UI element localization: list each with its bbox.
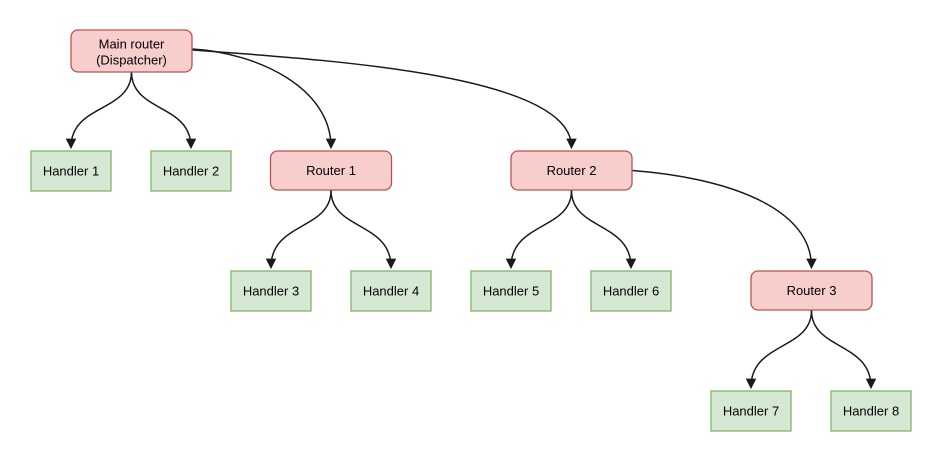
node-handler-4: Handler 4 (350, 270, 432, 312)
router-2-label: Router 2 (547, 163, 597, 178)
router-3-box (750, 270, 873, 311)
handler-2-label: Handler 2 (163, 164, 219, 179)
handler-3-label: Handler 3 (243, 284, 299, 299)
handler-8-box (830, 390, 912, 432)
router-3-label: Router 3 (787, 283, 837, 298)
edge-router-1-to-handler-4 (330, 190, 397, 270)
edge-router-1-to-handler-3 (265, 190, 332, 270)
handler-6-box (590, 270, 672, 312)
handler-5-box (470, 270, 552, 312)
router-2-box (510, 150, 633, 191)
node-handler-2: Handler 2 (150, 150, 232, 192)
handler-1-label: Handler 1 (43, 164, 99, 179)
node-main-router: Main router (Dispatcher) (70, 29, 193, 73)
main-router-sublabel: (Dispatcher) (96, 53, 167, 68)
router-1-box (269, 150, 393, 191)
handler-8-label: Handler 8 (843, 404, 899, 419)
main-router-label: Main router (99, 37, 165, 52)
edge-router-2-to-handler-5 (505, 190, 573, 270)
node-handler-8: Handler 8 (830, 390, 912, 432)
handler-4-label: Handler 4 (363, 284, 419, 299)
edge-main-router-to-handler-1 (65, 71, 133, 150)
node-layer: Main router (Dispatcher) Handler 1 Handl… (30, 29, 912, 432)
edge-layer (65, 48, 877, 390)
handler-4-box (350, 270, 432, 312)
router-1-label: Router 1 (306, 163, 356, 178)
edge-router-2-to-router-3 (632, 169, 817, 270)
node-handler-3: Handler 3 (230, 270, 312, 312)
handler-3-box (230, 270, 312, 312)
node-router-3: Router 3 (750, 270, 873, 311)
handler-2-box (150, 150, 232, 192)
edge-router-3-to-handler-8 (810, 310, 877, 390)
node-handler-6: Handler 6 (590, 270, 672, 312)
edge-router-2-to-handler-6 (570, 190, 637, 270)
handler-5-label: Handler 5 (483, 284, 539, 299)
node-handler-5: Handler 5 (470, 270, 552, 312)
main-router-box (70, 29, 193, 73)
node-router-2: Router 2 (510, 150, 633, 191)
edge-main-router-to-router-2 (192, 49, 577, 150)
node-router-1: Router 1 (269, 150, 393, 191)
handler-1-box (30, 150, 112, 192)
node-handler-7: Handler 7 (710, 390, 792, 432)
edge-router-3-to-handler-7 (745, 310, 813, 390)
handler-7-box (710, 390, 792, 432)
handler-7-label: Handler 7 (723, 404, 779, 419)
edge-main-router-to-router-1 (192, 48, 337, 150)
edge-main-router-to-handler-2 (130, 71, 197, 150)
handler-6-label: Handler 6 (603, 284, 659, 299)
node-handler-1: Handler 1 (30, 150, 112, 192)
